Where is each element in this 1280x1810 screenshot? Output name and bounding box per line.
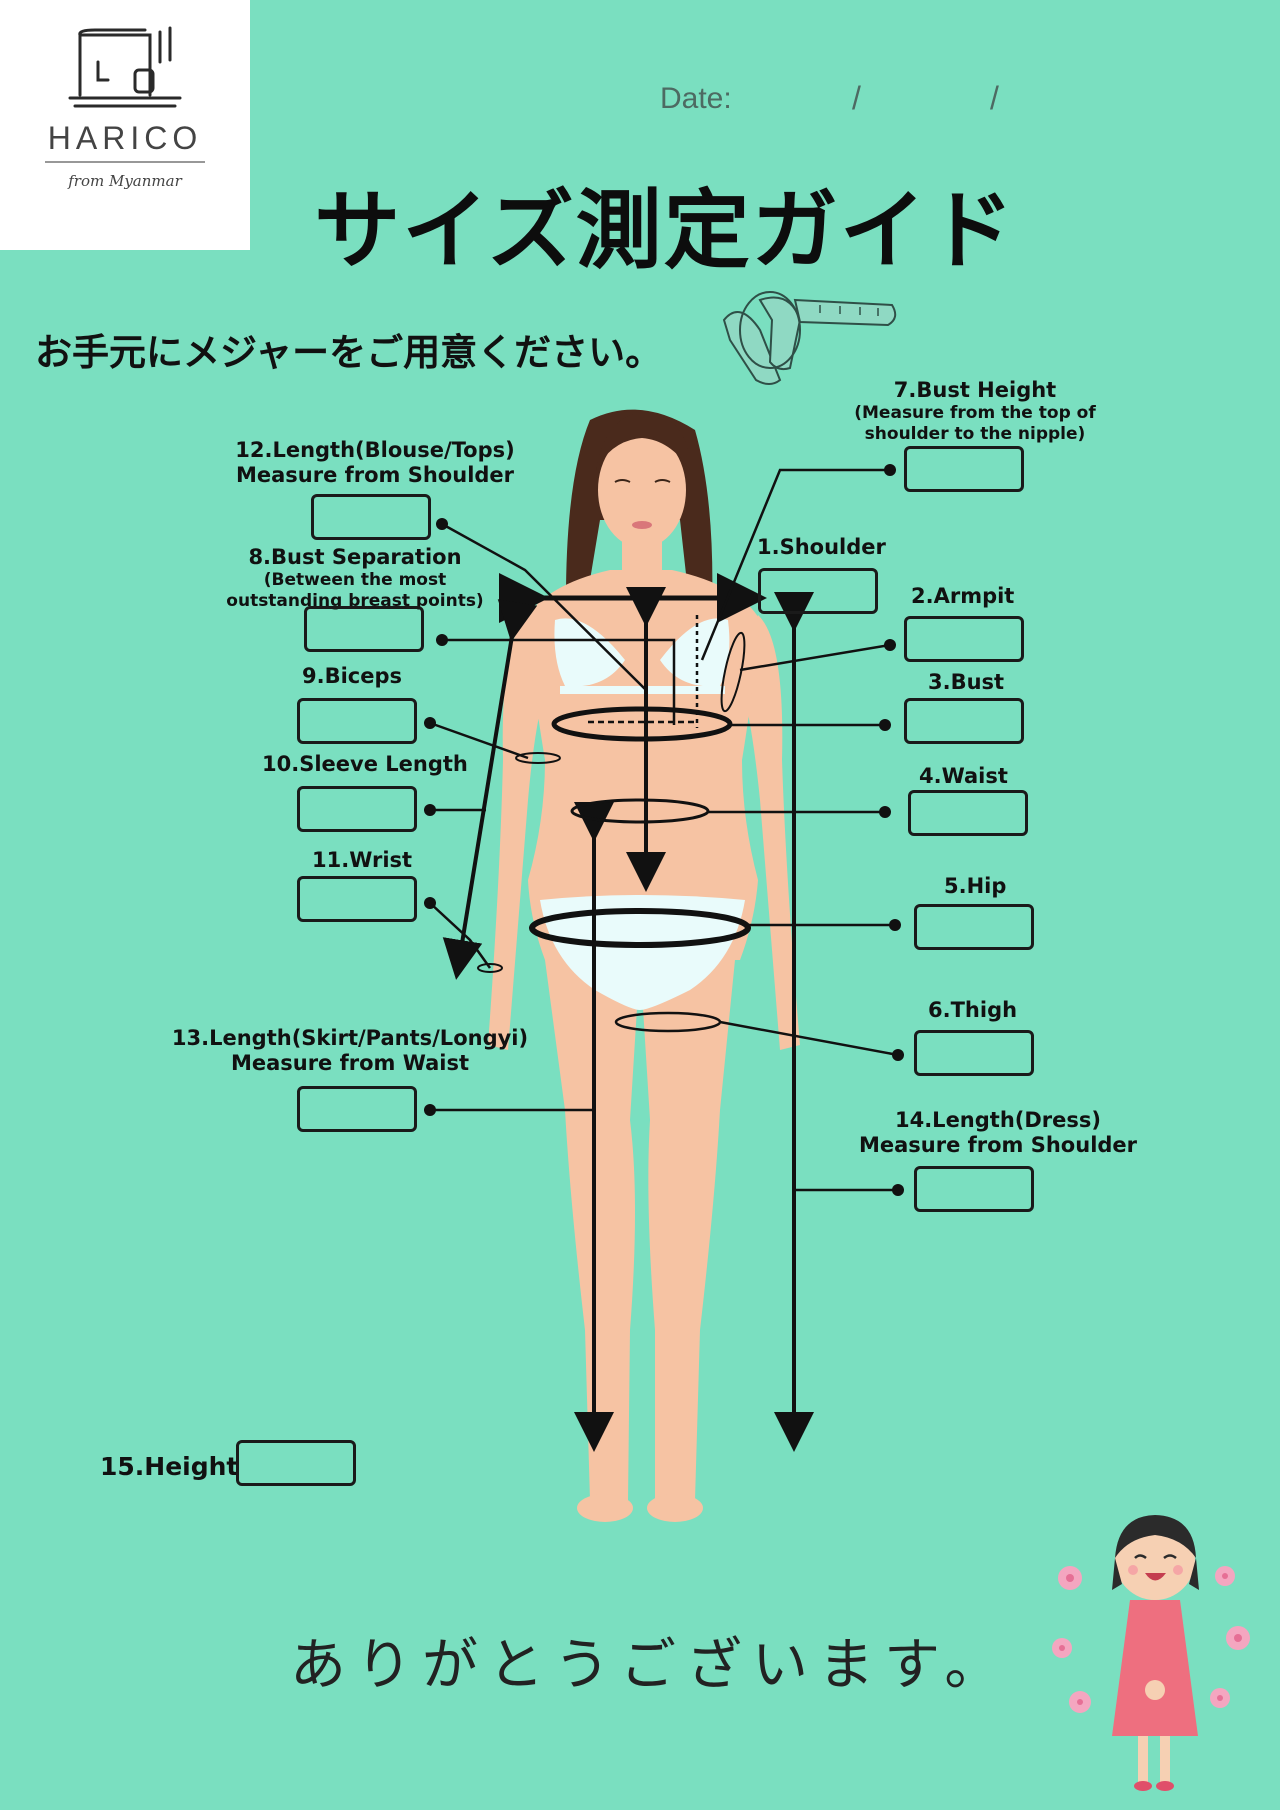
wrist-field[interactable] [297,876,417,922]
thank-you-message: ありがとうございます。 [290,1633,1011,1698]
label-tops-length: 12.Length(Blouse/Tops) Measure from Shou… [210,438,540,488]
date-label: Date: [660,82,732,115]
bust-height-field[interactable] [904,446,1024,492]
label-sleeve-length: 10.Sleeve Length [262,752,468,776]
waist-field[interactable] [908,790,1028,836]
label-wrist: 11.Wrist [312,848,413,872]
label-waist: 4.Waist [919,764,1008,788]
brand-tagline: from Myanmar [68,172,182,190]
label-dress-length-title: 14.Length(Dress) [894,1108,1102,1132]
shoulder-field[interactable] [758,568,878,614]
flower-icon [1052,1566,1250,1713]
label-thigh: 6.Thigh [928,998,1018,1022]
label-height: 15.Height [100,1452,239,1481]
label-hip: 5.Hip [944,874,1007,898]
page-title: サイズ測定ガイド [314,181,1016,281]
label-bust-height-note: (Measure from the top of shoulder to the… [854,403,1096,444]
label-armpit: 2.Armpit [911,584,1015,608]
armpit-field[interactable] [904,616,1024,662]
label-tops-length-title: 12.Length(Blouse/Tops) [235,438,515,462]
brand-name: HARICO [47,120,203,156]
sewing-machine-icon [45,26,205,163]
label-dress-length-note: Measure from Shoulder [858,1133,1138,1158]
label-bust-separation-note: (Between the most outstanding breast poi… [226,570,484,611]
subtitle: お手元にメジャーをご用意ください。 [35,331,663,374]
bust-separation-field[interactable] [304,606,424,652]
label-skirt-length-note: Measure from Waist [230,1051,470,1076]
brand-logo-card: HARICO from Myanmar [0,0,250,250]
label-tops-length-note: Measure from Shoulder [235,463,515,488]
thigh-field[interactable] [914,1030,1034,1076]
date-separator: / [852,80,861,116]
label-skirt-length: 13.Length(Skirt/Pants/Longyi) Measure fr… [160,1026,540,1076]
bust-field[interactable] [904,698,1024,744]
label-bust-separation: 8.Bust Separation (Between the most outs… [205,545,505,611]
label-skirt-length-title: 13.Length(Skirt/Pants/Longyi) [171,1026,529,1050]
label-dress-length: 14.Length(Dress) Measure from Shoulder [848,1108,1148,1158]
sleeve-length-field[interactable] [297,786,417,832]
label-bust-separation-title: 8.Bust Separation [248,545,462,569]
label-bust: 3.Bust [928,670,1005,694]
tops-length-field[interactable] [311,494,431,540]
label-bust-height-title: 7.Bust Height [893,378,1057,402]
label-biceps: 9.Biceps [302,664,403,688]
skirt-length-field[interactable] [297,1086,417,1132]
label-shoulder: 1.Shoulder [757,535,886,559]
date-separator: / [990,80,999,116]
hip-field[interactable] [914,904,1034,950]
biceps-field[interactable] [297,698,417,744]
height-field[interactable] [236,1440,356,1486]
dress-length-field[interactable] [914,1166,1034,1212]
label-bust-height: 7.Bust Height (Measure from the top of s… [845,378,1105,444]
